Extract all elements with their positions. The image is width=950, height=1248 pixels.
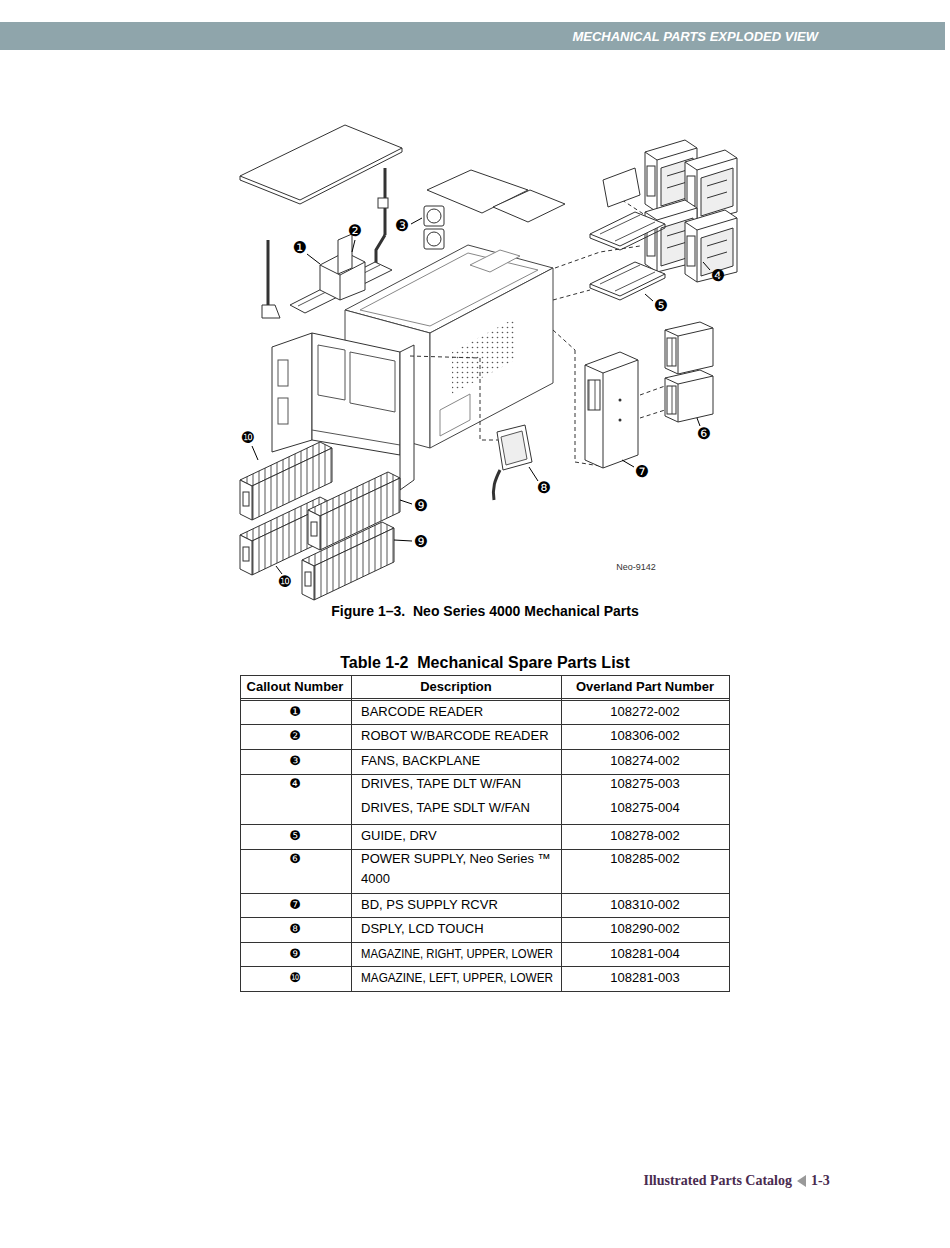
table-cell: DRIVES, TAPE SDLT W/FAN bbox=[361, 800, 530, 816]
table-title: Table 1-2 Mechanical Spare Parts List bbox=[340, 653, 630, 672]
callout-number: ❿ bbox=[278, 574, 292, 590]
table-header: Description bbox=[420, 679, 492, 695]
callout-number: ❾ bbox=[414, 498, 428, 514]
table-callout: ❹ bbox=[289, 776, 301, 792]
callout-number: ❶ bbox=[293, 240, 307, 256]
table-callout: ❶ bbox=[289, 704, 301, 720]
callout-number: ❻ bbox=[697, 426, 711, 442]
table-callout: ❸ bbox=[289, 753, 301, 769]
table-callout: ❾ bbox=[289, 946, 301, 962]
table-cell: DSPLY, LCD TOUCH bbox=[361, 921, 484, 937]
table-cell: FANS, BACKPLANE bbox=[361, 753, 480, 769]
table-cell: 108275-003 bbox=[610, 776, 679, 792]
table-callout: ❷ bbox=[289, 728, 301, 744]
callout-number: ❼ bbox=[635, 464, 649, 480]
table-cell: MAGAZINE, LEFT, UPPER, LOWER bbox=[361, 970, 553, 986]
table-header: Callout Number bbox=[247, 679, 344, 695]
table-cell: BARCODE READER bbox=[361, 704, 483, 720]
table-cell: 108290-002 bbox=[610, 921, 679, 937]
table-cell: 108306-002 bbox=[610, 728, 679, 744]
table-cell: 108285-002 bbox=[610, 851, 679, 867]
table-cell: 108281-003 bbox=[610, 970, 679, 986]
table-cell: 108281-004 bbox=[610, 946, 679, 962]
table-cell: 108278-002 bbox=[610, 828, 679, 844]
table-cell: 108275-004 bbox=[610, 800, 679, 816]
callout-number: ❸ bbox=[395, 218, 409, 234]
table-cell: 108272-002 bbox=[610, 704, 679, 720]
table-cell: BD, PS SUPPLY RCVR bbox=[361, 897, 498, 913]
callout-number: ❺ bbox=[654, 298, 668, 314]
table-callout: ❿ bbox=[289, 970, 301, 986]
figure-id: Neo-9142 bbox=[616, 562, 656, 573]
page-number: 1-3 bbox=[811, 1173, 830, 1190]
figure-caption: Figure 1–3. Neo Series 4000 Mechanical P… bbox=[331, 603, 638, 620]
table-callout: ❺ bbox=[289, 828, 301, 844]
table-cell: ROBOT W/BARCODE READER bbox=[361, 728, 549, 744]
footer-text: Illustrated Parts Catalog bbox=[643, 1173, 792, 1190]
table-cell: DRIVES, TAPE DLT W/FAN bbox=[361, 776, 521, 792]
table-cell: GUIDE, DRV bbox=[361, 828, 437, 844]
table-callout: ❼ bbox=[289, 897, 301, 913]
callout-number: ❿ bbox=[241, 430, 255, 446]
table-header: Overland Part Number bbox=[576, 679, 714, 695]
callout-number: ❽ bbox=[537, 480, 551, 496]
table-callout: ❽ bbox=[289, 921, 301, 937]
callout-number: ❾ bbox=[414, 534, 428, 550]
table-cell: POWER SUPPLY, Neo Series ™ 4000 bbox=[361, 849, 553, 889]
header-title: MECHANICAL PARTS EXPLODED VIEW bbox=[572, 29, 818, 45]
table-cell: 108310-002 bbox=[610, 897, 679, 913]
table-callout: ❻ bbox=[289, 851, 301, 867]
table-cell: MAGAZINE, RIGHT, UPPER, LOWER bbox=[361, 946, 553, 962]
callout-number: ❷ bbox=[348, 223, 362, 239]
callout-number: ❹ bbox=[711, 268, 725, 284]
table-cell: 108274-002 bbox=[610, 753, 679, 769]
